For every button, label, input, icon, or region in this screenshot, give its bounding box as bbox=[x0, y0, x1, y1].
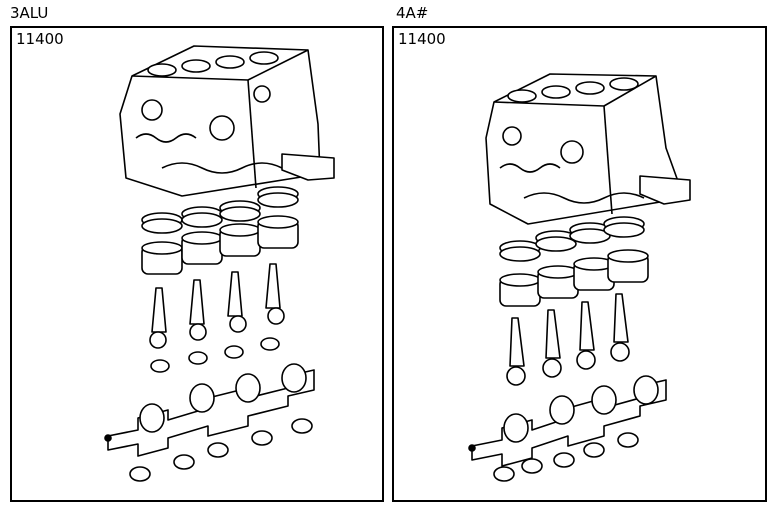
cylinder-block-left bbox=[120, 46, 334, 196]
engine-block-drawing-right bbox=[394, 28, 765, 500]
crankshaft-right bbox=[469, 376, 666, 466]
part-number-right: 11400 bbox=[398, 30, 446, 48]
piston-rings-left bbox=[142, 187, 298, 233]
crankshaft-left bbox=[105, 364, 314, 456]
piston-rings-right bbox=[500, 217, 644, 261]
pistons-left bbox=[142, 216, 298, 274]
pistons-right bbox=[500, 250, 648, 306]
main-bearings-left bbox=[130, 419, 312, 481]
diagram-panel-right: 11400 bbox=[392, 26, 767, 502]
main-bearings-right bbox=[494, 433, 638, 481]
cylinder-block-right bbox=[486, 74, 690, 224]
part-number-left: 11400 bbox=[16, 30, 64, 48]
rod-bearings-left bbox=[151, 338, 279, 372]
connecting-rods-left bbox=[150, 264, 284, 348]
engine-block-drawing-left bbox=[12, 28, 382, 500]
connecting-rods-right bbox=[507, 294, 629, 385]
model-label-right: 4A# bbox=[396, 4, 429, 22]
diagram-panel-left: 11400 bbox=[10, 26, 384, 502]
model-label-left: 3ALU bbox=[10, 4, 49, 22]
